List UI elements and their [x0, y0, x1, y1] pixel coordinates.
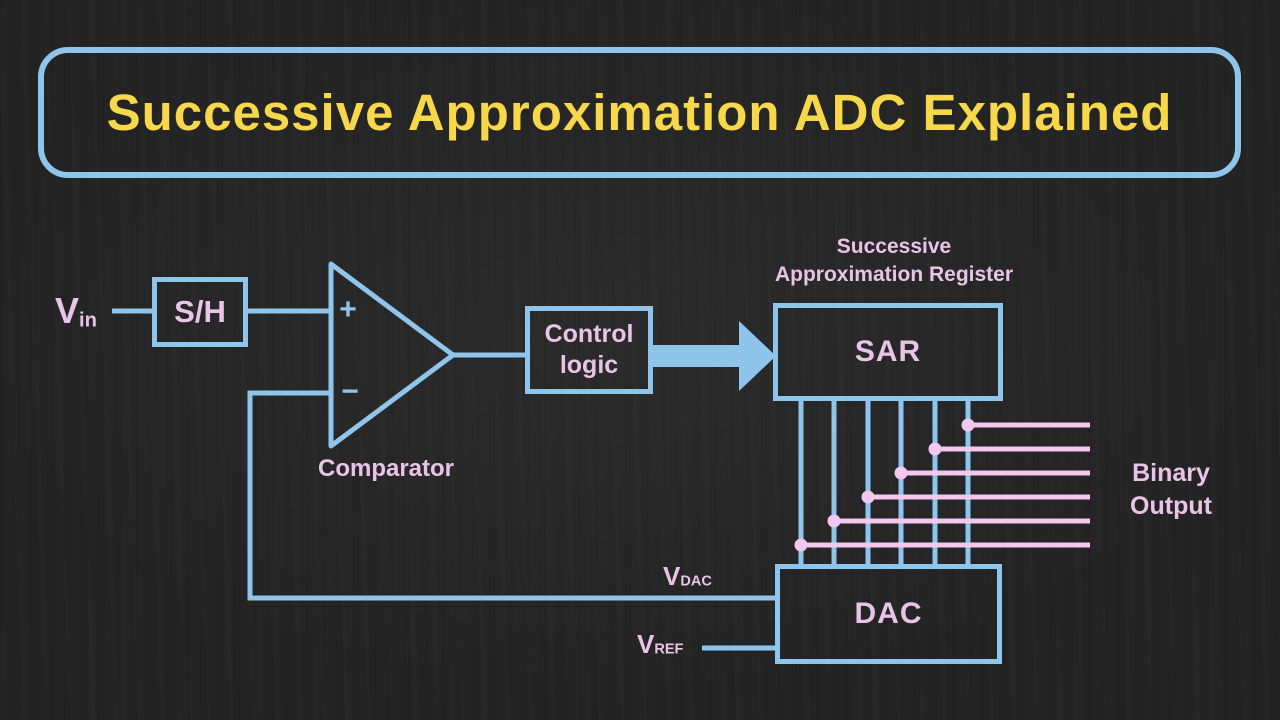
sample-hold-block: S/H	[152, 277, 248, 347]
sar-caption: Successive Approximation Register	[775, 233, 1013, 289]
dac-label: DAC	[854, 597, 923, 630]
comparator-plus-sign: +	[339, 293, 357, 326]
vin-label-subscript: in	[79, 309, 97, 332]
control-logic-label-line1: Control	[544, 320, 634, 348]
tap-node-6	[794, 538, 808, 552]
title-banner: Successive Approximation ADC Explained	[38, 47, 1241, 178]
dac-block: DAC	[775, 564, 1002, 664]
control-logic-block: Control logic	[525, 306, 653, 394]
sar-block: SAR	[773, 303, 1003, 401]
comparator-triangle-icon	[328, 261, 456, 449]
sample-hold-label: S/H	[174, 294, 226, 329]
comparator-minus-sign: −	[341, 375, 359, 408]
binary-output-label: Binary Output	[1130, 457, 1212, 523]
binary-output-lines	[794, 418, 1090, 552]
tap-node-1	[961, 418, 975, 432]
comparator-label: Comparator	[318, 455, 455, 482]
sar-dac-bit-lines	[798, 401, 971, 564]
binary-output-label-line2: Output	[1130, 492, 1212, 520]
tap-node-2	[928, 442, 942, 456]
tap-node-3	[894, 466, 908, 480]
control-logic-label: Control logic	[545, 319, 634, 381]
control-to-sar-arrow-icon	[653, 321, 776, 391]
vin-label-base: V	[55, 290, 80, 331]
vref-label-base: V	[637, 629, 655, 659]
control-logic-label-line2: logic	[559, 351, 619, 379]
sar-caption-line1: Successive	[836, 235, 952, 258]
tap-node-4	[861, 490, 875, 504]
page-title: Successive Approximation ADC Explained	[106, 84, 1173, 141]
tap-node-5	[827, 514, 841, 528]
sar-caption-line2: Approximation Register	[774, 263, 1014, 286]
vref-label-subscript: REF	[654, 641, 684, 658]
vdac-label-subscript: DAC	[680, 573, 712, 590]
vdac-label: VDAC	[663, 561, 712, 592]
vdac-label-base: V	[663, 561, 681, 591]
binary-output-label-line1: Binary	[1132, 459, 1210, 487]
vin-label: Vin	[55, 290, 97, 333]
vref-label: VREF	[637, 629, 683, 660]
sar-label: SAR	[854, 335, 922, 368]
wire-feedback-vdac	[247, 390, 775, 601]
